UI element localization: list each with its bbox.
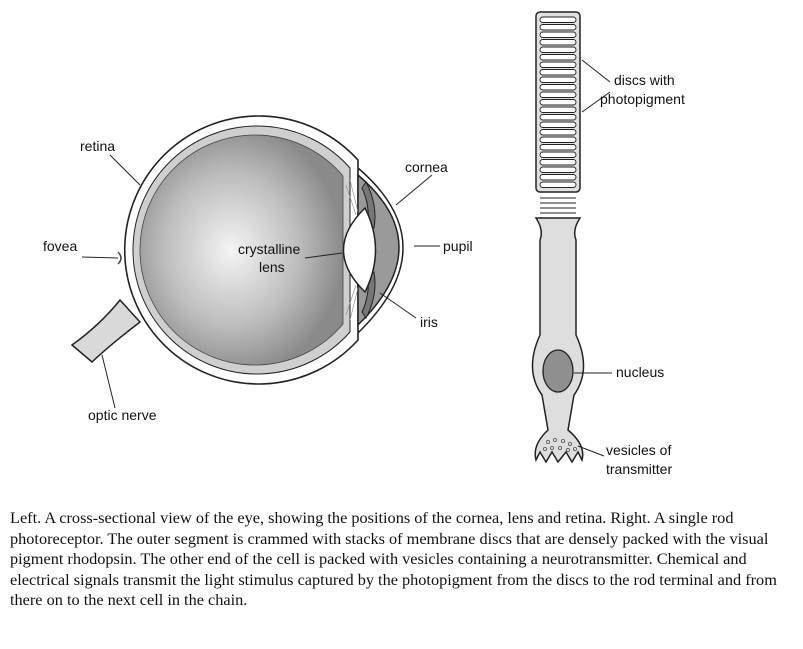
membrane-disc bbox=[539, 16, 577, 23]
membrane-disc bbox=[539, 129, 577, 136]
membrane-disc bbox=[539, 46, 577, 53]
membrane-disc bbox=[539, 24, 577, 31]
vitreous-body bbox=[139, 134, 344, 366]
fovea-label: fovea bbox=[43, 238, 77, 254]
membrane-disc bbox=[539, 136, 577, 143]
lens-label-line2: lens bbox=[259, 259, 285, 275]
iris-label: iris bbox=[420, 314, 438, 330]
outer-segment-folds bbox=[540, 197, 576, 214]
membrane-disc bbox=[539, 151, 577, 158]
vesicles-label-line1: vesicles of bbox=[606, 442, 671, 458]
retina-label: retina bbox=[80, 138, 115, 154]
discs-label-line2: photopigment bbox=[600, 91, 685, 107]
rod-inner-segment bbox=[531, 217, 585, 464]
membrane-disc bbox=[539, 61, 577, 68]
discs-label-line1: discs with bbox=[614, 72, 675, 88]
nucleus-label: nucleus bbox=[616, 364, 664, 380]
membrane-disc bbox=[539, 114, 577, 121]
eye-and-rod-diagram: retina cornea fovea crystalline lens pup… bbox=[43, 11, 685, 477]
optic-nerve-label: optic nerve bbox=[88, 407, 157, 423]
synaptic-vesicles bbox=[543, 437, 578, 452]
rod-nucleus bbox=[542, 349, 574, 393]
membrane-discs bbox=[539, 16, 577, 188]
membrane-disc bbox=[539, 144, 577, 151]
membrane-disc bbox=[539, 31, 577, 38]
membrane-disc bbox=[539, 99, 577, 106]
membrane-disc bbox=[539, 181, 577, 188]
eye-cross-section: retina cornea fovea crystalline lens pup… bbox=[43, 115, 473, 423]
crystalline-lens bbox=[342, 206, 377, 294]
membrane-disc bbox=[539, 76, 577, 83]
membrane-disc bbox=[539, 84, 577, 91]
membrane-disc bbox=[539, 121, 577, 128]
membrane-disc bbox=[539, 69, 577, 76]
membrane-disc bbox=[539, 39, 577, 46]
vesicles-label-line2: transmitter bbox=[606, 461, 672, 477]
pupil-label: pupil bbox=[443, 238, 473, 254]
membrane-disc bbox=[539, 166, 577, 173]
optic-nerve bbox=[70, 298, 142, 364]
zonules bbox=[345, 179, 359, 321]
fovea bbox=[117, 251, 122, 265]
rod-photoreceptor: discs with photopigment nucleus vesicles… bbox=[531, 11, 685, 477]
figure-caption: Left. A cross-sectional view of the eye,… bbox=[10, 508, 777, 609]
lens-label-line1: crystalline bbox=[238, 241, 300, 257]
cornea-outer bbox=[357, 167, 404, 334]
membrane-disc bbox=[539, 174, 577, 181]
cornea-label: cornea bbox=[405, 159, 448, 175]
membrane-disc bbox=[539, 106, 577, 113]
membrane-disc bbox=[539, 54, 577, 61]
membrane-disc bbox=[539, 91, 577, 98]
membrane-disc bbox=[539, 159, 577, 166]
